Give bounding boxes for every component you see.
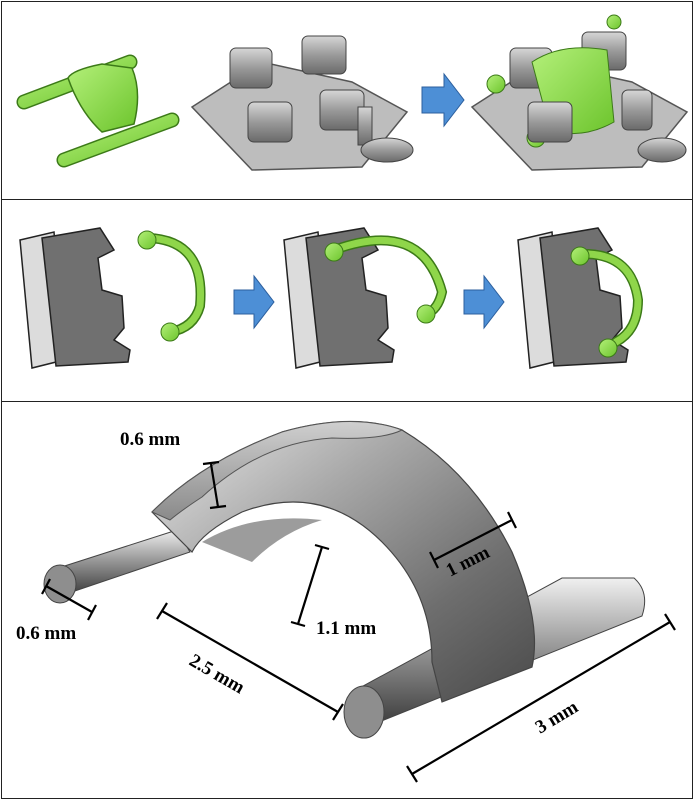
dimension-lines bbox=[41, 460, 676, 783]
arrow-right-icon bbox=[233, 274, 275, 330]
clip-dimension-figure: 0.6 mm 1 mm 1.1 mm 0.6 mm 2.5 mm 3 mm bbox=[16, 420, 676, 783]
bracket-section-step-3 bbox=[517, 227, 644, 369]
arrow-right-icon bbox=[421, 72, 465, 128]
dim-label-pin-gap: 2.5 mm bbox=[186, 650, 249, 698]
bracket-icon bbox=[190, 35, 414, 171]
panel-cross-section bbox=[1, 199, 693, 402]
clip-render bbox=[43, 420, 646, 739]
arrow-right-icon bbox=[463, 274, 505, 330]
bracket-with-clip-icon bbox=[470, 14, 689, 171]
panel-clip-dimensions: 0.6 mm 1 mm 1.1 mm 0.6 mm 2.5 mm 3 mm bbox=[1, 401, 693, 799]
bracket-section-step-1 bbox=[19, 227, 206, 369]
panel-clip-assembly bbox=[1, 1, 693, 200]
clip-assembly-figure bbox=[16, 14, 689, 171]
cross-section-figure bbox=[19, 227, 644, 369]
dim-label-total-length: 3 mm bbox=[532, 697, 582, 739]
dim-label-inner-height: 1.1 mm bbox=[316, 618, 376, 639]
green-clip-icon bbox=[16, 54, 180, 168]
bracket-section-step-2 bbox=[283, 227, 448, 369]
dim-label-top-thickness: 0.6 mm bbox=[120, 429, 180, 450]
dim-label-pin-diameter: 0.6 mm bbox=[16, 623, 76, 644]
